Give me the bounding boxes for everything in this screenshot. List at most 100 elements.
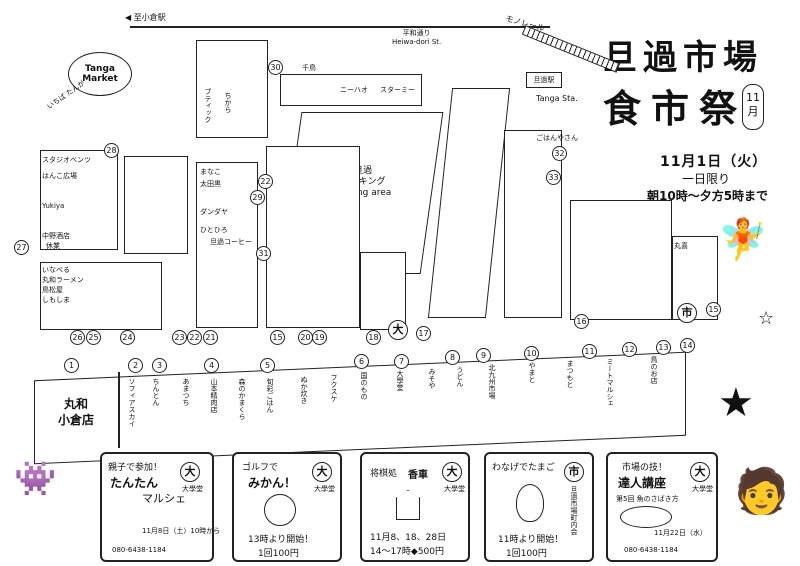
shop-manaka: まなこ	[200, 168, 221, 176]
egg-illustration	[516, 484, 544, 522]
row-shop-1: ソフィアスカイ	[128, 378, 136, 427]
event-duration: 一日限り	[682, 172, 731, 186]
marker-7: 7	[394, 354, 409, 369]
marker-19: 19	[312, 330, 327, 345]
block-left-lower	[40, 262, 162, 330]
shop-gyoza: いなべる	[42, 266, 70, 274]
row-shop-10: 大學堂	[396, 370, 404, 391]
marker-13: 13	[656, 340, 671, 355]
row-shop-17: 鳥のお店	[650, 356, 658, 384]
marker-8: 8	[445, 350, 460, 365]
event-2-line2: みかん！	[248, 476, 297, 490]
event-5-org: 大學堂	[692, 485, 713, 493]
event-1-line2: たんたん	[110, 476, 159, 490]
block-left-mid	[124, 156, 188, 254]
marker-3: 3	[152, 358, 167, 373]
event-5-note: 第5回 魚のさばき方	[616, 495, 679, 503]
event-4-mark: 市	[564, 462, 584, 482]
shop-nakamura: 中野酒店	[42, 232, 70, 240]
maruwa-branch: 小倉店	[57, 413, 94, 427]
fish-illustration	[620, 506, 672, 528]
event-box-3: 将棋処 香車 大 大學堂 11月8、18、28日 14～17時◆500円	[360, 452, 470, 562]
star-character-illustration: ★	[718, 380, 754, 426]
event-box-2: ゴルフで みかん！ 大 大學堂 13時より開始！ 1回100円	[232, 452, 342, 562]
daigakudo-marker: 大	[388, 320, 408, 340]
block-right-b	[504, 130, 562, 318]
marker-18: 18	[366, 330, 381, 345]
block-top-left	[196, 40, 268, 138]
marker-12: 12	[622, 342, 637, 357]
event-5-line1: 市場の技！	[622, 463, 668, 473]
event-2-note: 13時より開始！	[248, 535, 314, 545]
row-shop-4: 山本精肉店	[210, 378, 218, 413]
shop-senka: 千鳥	[302, 64, 316, 72]
event-4-org: 旦過市場町内会	[570, 486, 578, 535]
kokura-station-label: 至小倉駅	[133, 13, 166, 22]
block-center-left	[196, 162, 258, 328]
maruwa-name: 丸和	[63, 397, 88, 411]
marker-17: 17	[416, 326, 431, 341]
event-5-line2: 達人講座	[618, 476, 667, 490]
event-3-line2: 香車	[408, 470, 428, 481]
shop-boutique: ブティック	[204, 88, 212, 123]
maruwa-store: 丸和 小倉店	[36, 384, 116, 452]
row-shop-13: 北九州市場	[488, 364, 496, 399]
row-shop-7: ぬか炊き	[300, 376, 308, 404]
marker-14: 14	[680, 338, 695, 353]
event-5-note2: 11月22日（水）	[654, 529, 707, 537]
event-1-tel: 080-6438-1184	[112, 546, 167, 554]
row-shop-6: 旬彩ごはん	[266, 378, 274, 413]
marker-5: 5	[260, 358, 275, 373]
event-box-4: わなげでたまご 市 旦過市場町内会 11時より開始！ 1回100円	[484, 452, 594, 562]
mikan-illustration	[264, 494, 296, 526]
tanga-station: 旦過駅	[526, 72, 562, 88]
event-hours: 朝10時～夕方5時まで	[647, 189, 769, 203]
heiwa-dori-en: Heiwa-dori St.	[392, 38, 442, 46]
shogi-piece-illustration	[396, 490, 420, 520]
marker-31: 31	[256, 246, 271, 261]
chonaikai-marker: 市	[677, 303, 697, 323]
event-4-note: 11時より開始！	[498, 535, 564, 545]
event-2-line1: ゴルフで	[242, 463, 279, 473]
row-shop-14: やまと	[528, 362, 536, 383]
girl-illustration: 🧑	[734, 466, 789, 517]
block-center	[266, 146, 360, 328]
marker-22b: 22	[187, 330, 202, 345]
marker-24: 24	[120, 330, 135, 345]
marker-1: 1	[64, 358, 79, 373]
market-logo: Tanga Market	[68, 52, 132, 96]
row-shop-9: 国のもの	[360, 372, 368, 400]
event-2-mark: 大	[312, 462, 332, 482]
event-1-org: 大學堂	[182, 485, 203, 493]
event-1-line3: マルシェ	[142, 492, 186, 505]
shop-ikeda: 鳥松屋	[42, 286, 63, 294]
logo-text: Tanga Market	[82, 64, 118, 84]
event-3-note: 11月8、18、28日	[370, 533, 447, 543]
marker-29: 29	[250, 190, 265, 205]
shop-otaguro: 太田黒	[200, 180, 221, 188]
event-3-org: 大學堂	[444, 485, 465, 493]
marker-20: 20	[298, 330, 313, 345]
alien-illustration: 👾	[14, 459, 57, 499]
shop-gohan: ごはんやさん	[536, 134, 578, 142]
shop-maruki: 丸喜	[674, 242, 688, 250]
tanga-station-en: Tanga Sta.	[536, 94, 578, 103]
shop-chikaraya: ちから	[224, 92, 232, 113]
marker-30: 30	[268, 60, 283, 75]
event-2-org: 大學堂	[314, 485, 335, 493]
marker-22: 22	[258, 174, 273, 189]
row-shop-15: まつもと	[566, 360, 574, 388]
top-road-line	[130, 26, 550, 28]
marker-15: 15	[706, 302, 721, 317]
row-shop-16: ミートマルシェ	[606, 358, 614, 407]
parking-label-2: パーキング	[340, 177, 386, 187]
shop-studio: スタジオベンツ	[42, 156, 91, 164]
parking-label: 旦過 パーキング Parking area	[335, 166, 391, 199]
marker-23: 23	[172, 330, 187, 345]
star-icon: ☆	[758, 308, 775, 329]
marker-4: 4	[204, 358, 219, 373]
shop-dandaya: ダンダヤ	[200, 208, 228, 216]
shop-yukiya: Yukiya	[42, 202, 65, 210]
block-left-upper	[40, 150, 118, 250]
block-parking-top	[280, 74, 422, 106]
